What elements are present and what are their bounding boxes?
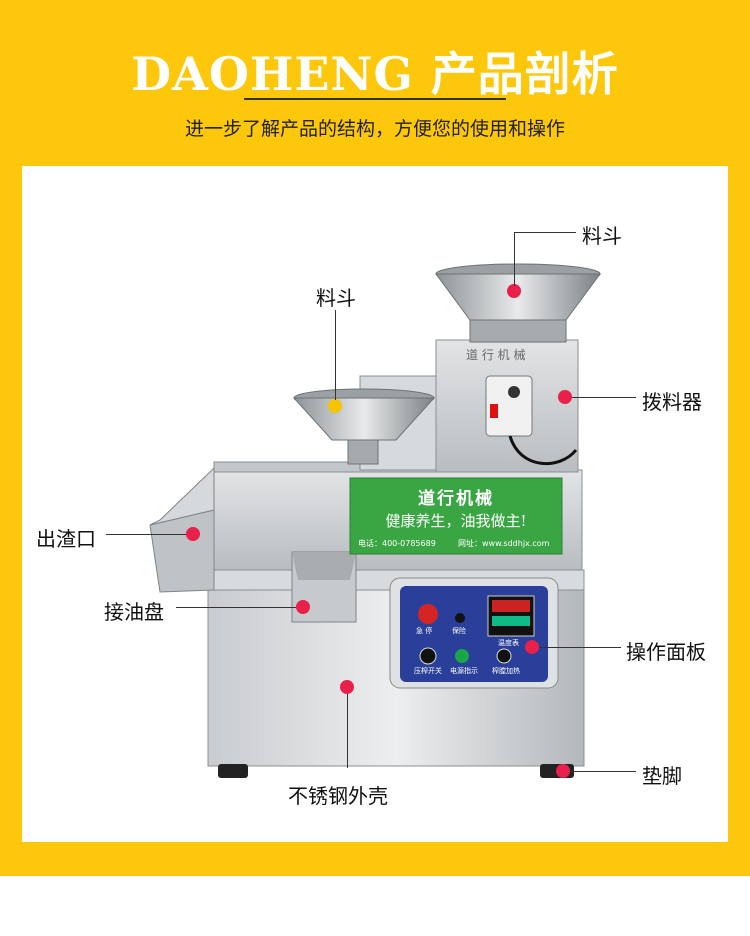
callout-line-control-panel	[539, 647, 621, 648]
press-switch	[419, 647, 437, 665]
callout-line-hopper-top-v	[514, 232, 515, 286]
callout-dot-shell	[340, 680, 354, 694]
callout-line-hopper-top-h	[514, 232, 576, 233]
green-panel-phone: 电话：400-0785689	[358, 539, 436, 548]
heat-switch	[496, 648, 512, 664]
callout-dot-control-panel	[525, 640, 539, 654]
green-brand-panel	[349, 477, 563, 555]
green-panel-slogan: 健康养生，油我做主!	[385, 512, 527, 530]
page-title: DAOHENG 产品剖析	[131, 47, 619, 101]
callout-dot-oil-tray	[296, 600, 310, 614]
callout-dot-foot	[556, 764, 570, 778]
tower-plate-text: 道 行 机 械	[466, 348, 526, 362]
press-switch-label: 压榨开关	[414, 667, 442, 675]
green-panel-brand: 道行机械	[418, 489, 494, 509]
callout-dot-hopper-top	[507, 284, 521, 298]
bottom-strip	[0, 876, 750, 936]
stop-label: 急 停	[416, 627, 433, 635]
callout-line-hopper-left	[335, 310, 336, 400]
green-panel-website: 网址：www.sddhjx.com	[458, 539, 550, 548]
callout-dot-slag	[186, 527, 200, 541]
power-indicator	[455, 649, 469, 663]
callout-label-hopper-top: 料斗	[582, 224, 622, 248]
foot-pad-left	[218, 764, 248, 778]
callout-label-shell: 不锈钢外壳	[288, 784, 388, 808]
callout-label-oil-tray: 接油盘	[104, 600, 164, 624]
emergency-stop	[418, 604, 438, 624]
callout-line-slag	[106, 534, 186, 535]
protect-label: 保险	[452, 627, 466, 635]
callout-label-slag: 出渣口	[36, 527, 96, 551]
callout-dot-stirrer	[558, 390, 572, 404]
callout-dot-hopper-left	[328, 399, 342, 413]
callout-line-foot	[570, 771, 636, 772]
callout-line-oil-tray	[176, 607, 296, 608]
callout-label-hopper-left: 料斗	[316, 286, 356, 310]
title-underline	[244, 98, 506, 100]
heat-label: 榨膛加热	[492, 667, 520, 675]
callout-label-stirrer: 拨料器	[642, 390, 702, 414]
power-label: 电源指示	[450, 667, 478, 675]
top-hopper	[435, 273, 601, 321]
callout-label-control-panel: 操作面板	[626, 640, 706, 664]
callout-line-stirrer	[572, 397, 636, 398]
temp-label: 温度表	[498, 639, 519, 647]
callout-label-foot: 垫脚	[642, 764, 682, 788]
page-subtitle: 进一步了解产品的结构，方便您的使用和操作	[184, 118, 565, 140]
callout-line-shell	[347, 694, 348, 768]
stirrer-control-box	[485, 375, 533, 437]
